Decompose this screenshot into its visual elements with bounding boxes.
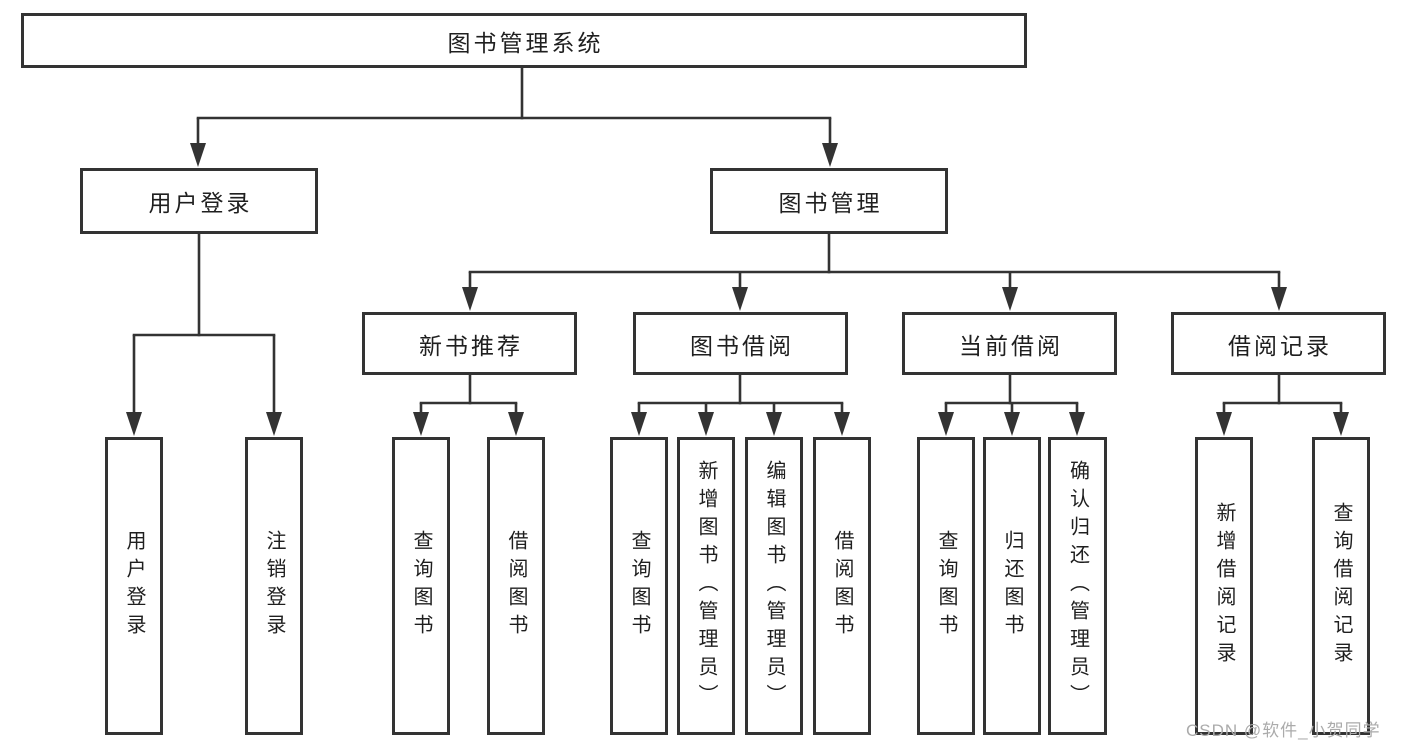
node-current-borrow: 当前借阅 <box>902 312 1117 375</box>
node-new-book-rec-label: 新书推荐 <box>419 332 523 359</box>
node-library-system-label: 图书管理系统 <box>447 29 604 56</box>
node-leaf-return-book-label: 归还图书 <box>1001 530 1023 642</box>
node-leaf-query-books-2: 查询图书 <box>610 437 668 735</box>
node-book-borrow: 图书借阅 <box>633 312 848 375</box>
node-leaf-add-borrow-record: 新增借阅记录 <box>1195 437 1253 735</box>
node-user-login: 用户登录 <box>80 168 318 234</box>
node-leaf-query-books-3: 查询图书 <box>917 437 975 735</box>
node-leaf-query-books-1: 查询图书 <box>392 437 450 735</box>
node-leaf-user-login-label: 用户登录 <box>123 530 145 642</box>
node-book-borrow-label: 图书借阅 <box>690 332 794 359</box>
connector-user-login-children <box>126 234 282 436</box>
node-leaf-borrow-books-1-label: 借阅图书 <box>505 530 527 642</box>
connector-book-borrow-children <box>631 375 850 436</box>
node-book-mgmt-label: 图书管理 <box>778 190 883 216</box>
node-borrow-records-label: 借阅记录 <box>1228 332 1332 359</box>
node-leaf-edit-book-admin-label: 编辑图书（管理员） <box>763 460 785 712</box>
connector-root-to-level2 <box>190 68 838 167</box>
watermark: CSDN @软件_小贺同学 <box>1186 721 1381 740</box>
connector-new-book-rec-children <box>413 375 524 436</box>
node-leaf-add-book-admin: 新增图书（管理员） <box>677 437 735 735</box>
node-leaf-add-book-admin-label: 新增图书（管理员） <box>695 460 717 712</box>
connector-borrow-records-children <box>1216 375 1349 436</box>
node-book-mgmt: 图书管理 <box>710 168 948 234</box>
node-leaf-user-login: 用户登录 <box>105 437 163 735</box>
node-leaf-confirm-return-admin: 确认归还（管理员） <box>1048 437 1107 735</box>
node-leaf-borrow-books-2-label: 借阅图书 <box>831 530 853 642</box>
node-leaf-query-borrow-record: 查询借阅记录 <box>1312 437 1370 735</box>
node-leaf-borrow-books-1: 借阅图书 <box>487 437 545 735</box>
node-new-book-rec: 新书推荐 <box>362 312 577 375</box>
node-leaf-query-books-3-label: 查询图书 <box>935 530 957 642</box>
node-library-system: 图书管理系统 <box>21 13 1027 68</box>
node-leaf-confirm-return-admin-label: 确认归还（管理员） <box>1066 460 1089 712</box>
node-leaf-query-borrow-record-label: 查询借阅记录 <box>1330 502 1352 670</box>
node-leaf-logout: 注销登录 <box>245 437 303 735</box>
node-borrow-records: 借阅记录 <box>1171 312 1386 375</box>
connector-current-borrow-children <box>938 375 1085 436</box>
node-leaf-return-book: 归还图书 <box>983 437 1041 735</box>
node-leaf-query-books-2-label: 查询图书 <box>628 530 650 642</box>
node-current-borrow-label: 当前借阅 <box>959 332 1063 359</box>
connector-book-mgmt-to-level3 <box>462 234 1287 311</box>
node-leaf-edit-book-admin: 编辑图书（管理员） <box>745 437 803 735</box>
node-leaf-add-borrow-record-label: 新增借阅记录 <box>1213 502 1235 670</box>
node-leaf-borrow-books-2: 借阅图书 <box>813 437 871 735</box>
node-user-login-label: 用户登录 <box>148 190 253 216</box>
node-leaf-query-books-1-label: 查询图书 <box>410 530 432 642</box>
node-leaf-logout-label: 注销登录 <box>263 530 285 642</box>
